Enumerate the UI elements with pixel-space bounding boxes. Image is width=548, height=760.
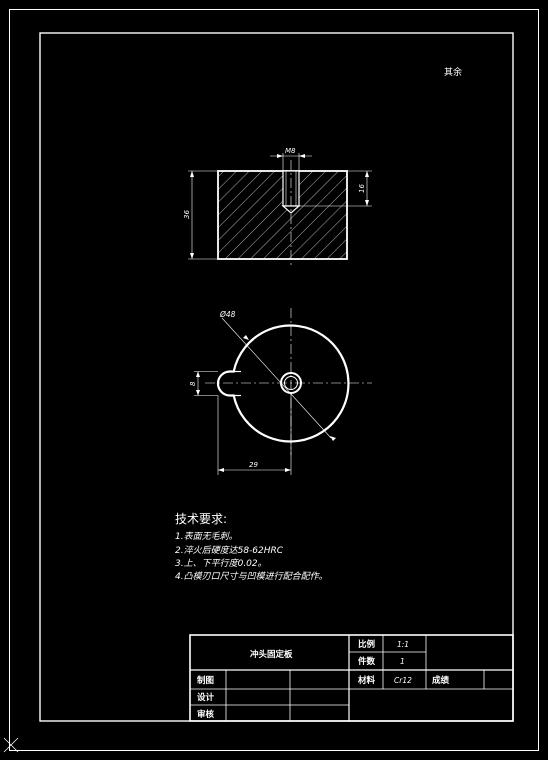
dim-height-label: 36 bbox=[183, 210, 191, 219]
dim-height-arrow-top bbox=[190, 171, 194, 177]
dim-slot-label: 8 bbox=[189, 381, 197, 386]
tech-req-line-1: 1.表面无毛刺。 bbox=[175, 531, 238, 542]
title-block bbox=[189, 634, 514, 722]
dim-slot-arrow-bottom bbox=[196, 390, 200, 396]
tb-part-name: 冲头固定板 bbox=[250, 649, 293, 660]
dim-diameter-leader bbox=[221, 317, 332, 439]
inner-frame bbox=[39, 32, 514, 722]
dim-offset-arrow-left bbox=[218, 468, 224, 472]
tb-scale-label: 比例 bbox=[358, 639, 376, 650]
dim-depth-arrow-top bbox=[365, 171, 369, 177]
corner-note: 其余 bbox=[444, 66, 462, 78]
tech-requirements: 技术要求: 1.表面无毛刺。 2.淬火后硬度达58-62HRC 3.上、下平行度… bbox=[175, 512, 328, 582]
tb-material-label: 材料 bbox=[357, 675, 376, 686]
top-outline bbox=[216, 324, 350, 443]
dim-height-arrow-bottom bbox=[190, 253, 194, 259]
tech-req-line-4: 4.凸模刃口尺寸与凹模进行配合配作。 bbox=[175, 571, 328, 582]
dim-thread-arrow-right bbox=[299, 154, 305, 158]
dim-diameter-arrow-bottom bbox=[330, 436, 336, 441]
tb-design-label: 设计 bbox=[197, 692, 215, 703]
dim-depth-arrow-bottom bbox=[365, 200, 369, 206]
tb-result-label: 成绩 bbox=[432, 675, 450, 686]
outer-border bbox=[9, 9, 539, 751]
dim-diameter-label: Ø48 bbox=[219, 310, 236, 319]
tb-scale-value: 1:1 bbox=[397, 640, 409, 649]
tb-qty-value: 1 bbox=[400, 657, 405, 666]
dim-offset-label: 29 bbox=[249, 461, 258, 469]
dim-slot-arrow-top bbox=[196, 371, 200, 377]
top-view: Ø48 8 29 bbox=[189, 308, 372, 475]
tb-material-value: Cr12 bbox=[394, 676, 412, 685]
dim-diameter-arrow-top bbox=[243, 335, 249, 340]
tech-req-line-3: 3.上、下平行度0.02。 bbox=[175, 558, 267, 569]
tech-req-title: 技术要求: bbox=[175, 512, 227, 526]
tb-qty-label: 件数 bbox=[358, 656, 376, 667]
dim-thread-label: M8 bbox=[285, 147, 296, 155]
section-view: M8 36 16 bbox=[183, 147, 372, 268]
tb-review-label: 审核 bbox=[197, 709, 215, 720]
title-block-frame bbox=[189, 634, 514, 722]
tech-req-line-2: 2.淬火后硬度达58-62HRC bbox=[175, 545, 284, 556]
ucs-icon bbox=[3, 737, 19, 753]
tb-draw-label: 制图 bbox=[197, 675, 214, 686]
dim-thread-arrow-left bbox=[277, 154, 283, 158]
dim-depth-label: 16 bbox=[358, 184, 366, 193]
dim-offset-arrow-right bbox=[285, 468, 291, 472]
